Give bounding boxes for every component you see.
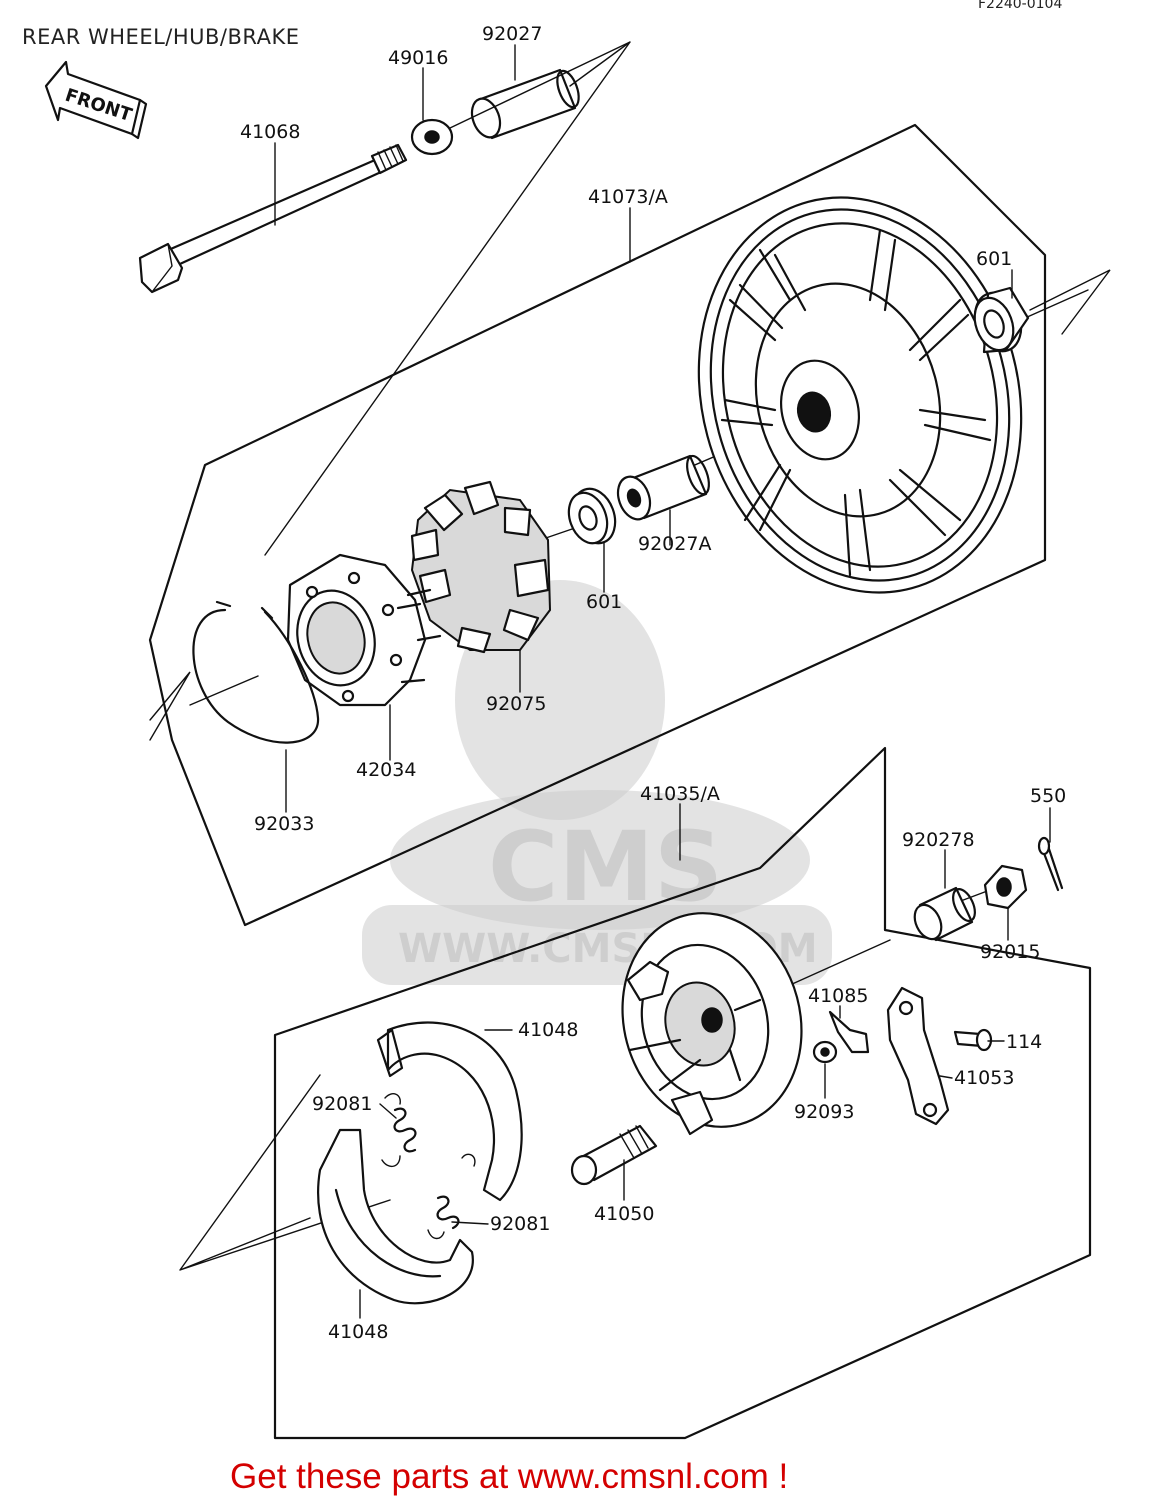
diagram-code: F2240-0104 bbox=[978, 0, 1062, 12]
collar-92027A bbox=[616, 454, 710, 521]
guide-line bbox=[149, 671, 191, 741]
label-92027A: 92027A bbox=[638, 533, 711, 555]
label-41035A: 41035/A bbox=[640, 783, 720, 805]
guide-line bbox=[189, 675, 259, 706]
leader-lines bbox=[274, 44, 1051, 1319]
label-92033: 92033 bbox=[254, 813, 314, 835]
wear-indicator-41085 bbox=[828, 1010, 870, 1054]
lower-assembly-frame bbox=[273, 746, 1092, 1440]
label-41050: 41050 bbox=[594, 1203, 654, 1225]
label-41048-bottom: 41048 bbox=[328, 1321, 388, 1343]
brake-shoe-41048-top bbox=[376, 1021, 523, 1202]
spring-92081-bottom bbox=[427, 1153, 476, 1240]
label-41068: 41068 bbox=[240, 121, 300, 143]
collar-920278 bbox=[913, 886, 976, 942]
bearing-601-mid bbox=[567, 487, 617, 545]
bearing-601-top bbox=[973, 286, 1030, 354]
label-41085: 41085 bbox=[808, 985, 868, 1007]
label-92027: 92027 bbox=[482, 23, 542, 45]
guide-line bbox=[449, 41, 631, 129]
bolt-114 bbox=[953, 1028, 993, 1052]
brake-arm-41053 bbox=[886, 986, 950, 1126]
collar-92027 bbox=[470, 68, 580, 140]
spring-92081-top bbox=[381, 1093, 417, 1167]
label-49016: 49016 bbox=[388, 47, 448, 69]
axle-41068 bbox=[138, 143, 408, 294]
label-920278: 920278 bbox=[902, 829, 975, 851]
cotter-pin-550 bbox=[1037, 836, 1064, 892]
label-92093: 92093 bbox=[794, 1101, 854, 1123]
watermark-logo: CMS bbox=[488, 811, 723, 923]
label-42034: 42034 bbox=[356, 759, 416, 781]
footer-link[interactable]: Get these parts at www.cmsnl.com ! bbox=[230, 1457, 788, 1496]
hub-42034 bbox=[286, 553, 442, 707]
page-title: REAR WHEEL/HUB/BRAKE bbox=[22, 25, 300, 49]
label-114: 114 bbox=[1006, 1031, 1042, 1053]
guide-line bbox=[1029, 269, 1111, 335]
label-92075: 92075 bbox=[486, 693, 546, 715]
guide-line bbox=[1024, 289, 1089, 319]
damper-92075 bbox=[410, 480, 552, 654]
brake-panel-41035A bbox=[621, 912, 803, 1136]
label-550: 550 bbox=[1030, 785, 1066, 807]
label-41073A: 41073/A bbox=[588, 186, 668, 208]
wheel-41073A bbox=[697, 196, 1023, 594]
brake-cam-41050 bbox=[570, 1124, 658, 1186]
label-41048-top: 41048 bbox=[518, 1019, 578, 1041]
washer-92093 bbox=[812, 1040, 838, 1064]
label-92081-top: 92081 bbox=[312, 1093, 372, 1115]
front-arrow-icon: FRONT bbox=[44, 60, 148, 140]
guide-line bbox=[264, 41, 631, 556]
circlip-92033 bbox=[192, 600, 320, 744]
label-601-mid: 601 bbox=[586, 591, 622, 613]
upper-assembly-frame bbox=[148, 123, 1047, 927]
washer-49016 bbox=[410, 118, 454, 156]
nut-92015 bbox=[983, 864, 1028, 910]
label-92081-bottom: 92081 bbox=[490, 1213, 550, 1235]
label-601-top: 601 bbox=[976, 248, 1012, 270]
label-92015: 92015 bbox=[980, 941, 1040, 963]
brake-shoe-41048-bottom bbox=[317, 1128, 474, 1305]
label-41053: 41053 bbox=[954, 1067, 1014, 1089]
